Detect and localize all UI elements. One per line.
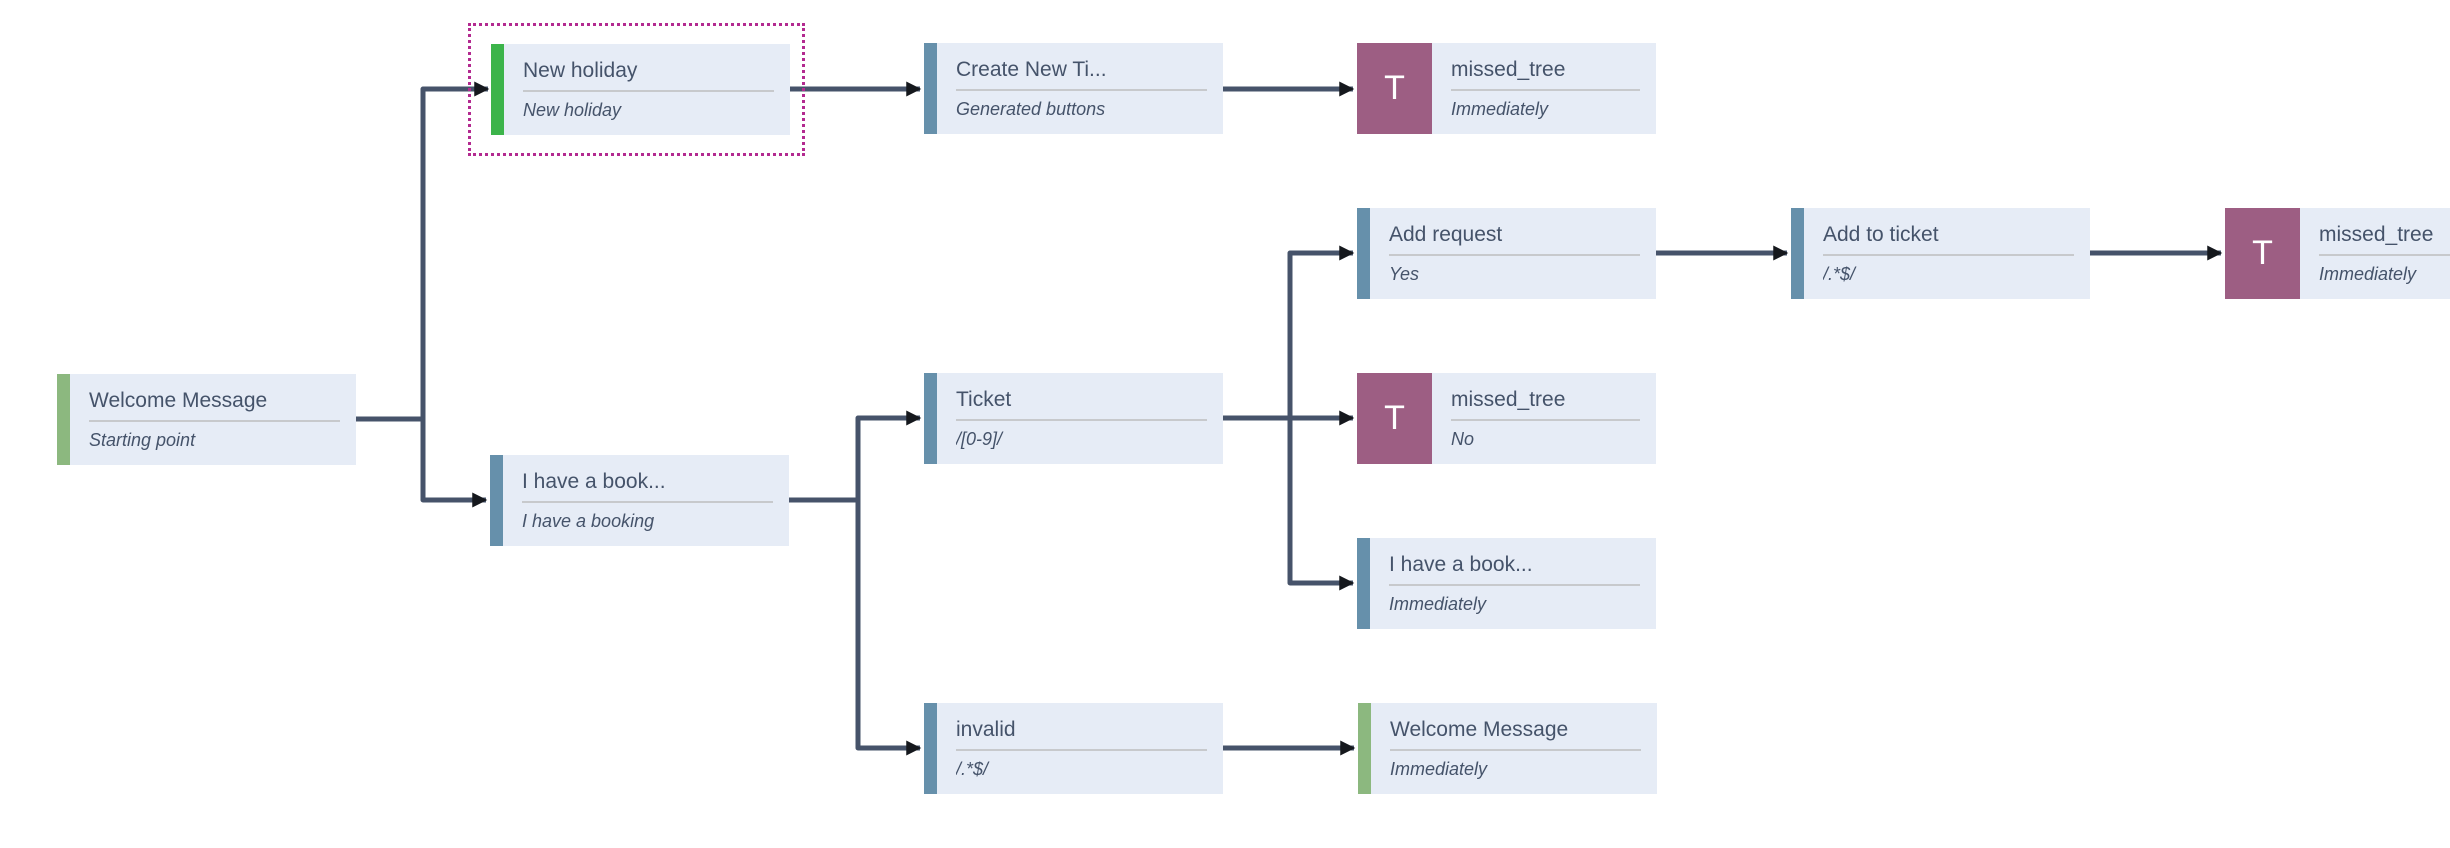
node-body: Welcome Message Starting point xyxy=(70,374,356,465)
node-subtitle: /.*$/ xyxy=(956,759,989,780)
node-invalid[interactable]: invalid /.*$/ xyxy=(924,703,1223,794)
node-missed-tree-no[interactable]: T missed_tree No xyxy=(1357,373,1656,464)
node-title: missed_tree xyxy=(1451,58,1566,82)
node-title: Create New Ti... xyxy=(956,58,1107,82)
node-ticket[interactable]: Ticket /[0-9]/ xyxy=(924,373,1223,464)
node-subtitle: I have a booking xyxy=(522,511,655,532)
node-subtitle: New holiday xyxy=(523,100,622,121)
node-divider xyxy=(1390,749,1641,752)
node-body: missed_tree Immediately xyxy=(2300,208,2450,299)
node-title: Welcome Message xyxy=(1390,718,1569,742)
node-title: New holiday xyxy=(523,59,638,83)
node-missed-tree-top[interactable]: T missed_tree Immediately xyxy=(1357,43,1656,134)
tree-badge-icon: T xyxy=(1357,373,1432,464)
node-body: Ticket /[0-9]/ xyxy=(937,373,1223,464)
node-welcome-message-start[interactable]: Welcome Message Starting point xyxy=(57,374,356,465)
node-subtitle: Immediately xyxy=(1451,99,1549,120)
node-body: Add request Yes xyxy=(1370,208,1656,299)
node-body: missed_tree Immediately xyxy=(1432,43,1656,134)
node-divider xyxy=(1823,254,2074,257)
edge-booking-to-ticket xyxy=(789,410,922,503)
node-add-to-ticket[interactable]: Add to ticket /.*$/ xyxy=(1791,208,2090,299)
node-divider xyxy=(2319,254,2450,257)
tree-badge-icon: T xyxy=(2225,208,2300,299)
tree-badge-icon: T xyxy=(1357,43,1432,134)
node-add-request[interactable]: Add request Yes xyxy=(1357,208,1656,299)
node-subtitle: Immediately xyxy=(1390,759,1488,780)
node-accent-bar xyxy=(1357,208,1370,299)
node-missed-tree-right[interactable]: T missed_tree Immediately xyxy=(2225,208,2450,299)
node-title: Add to ticket xyxy=(1823,223,1939,247)
node-accent-bar xyxy=(1791,208,1804,299)
node-divider xyxy=(89,420,340,423)
edge-booking-to-invalid xyxy=(789,497,922,756)
node-subtitle: No xyxy=(1451,429,1475,450)
node-body: Create New Ti... Generated buttons xyxy=(937,43,1223,134)
node-title: invalid xyxy=(956,718,1016,742)
node-title: missed_tree xyxy=(1451,388,1566,412)
edge-ticket-to-add-request xyxy=(1223,245,1355,421)
node-body: New holiday New holiday xyxy=(504,44,790,135)
node-subtitle: Immediately xyxy=(2319,264,2417,285)
node-subtitle: /[0-9]/ xyxy=(956,429,1003,450)
node-divider xyxy=(1451,89,1640,92)
node-welcome-message-end[interactable]: Welcome Message Immediately xyxy=(1358,703,1657,794)
node-divider xyxy=(956,89,1207,92)
node-accent-bar xyxy=(490,455,503,546)
node-divider xyxy=(1389,584,1640,587)
node-divider xyxy=(956,419,1207,422)
node-subtitle: Immediately xyxy=(1389,594,1487,615)
node-title: missed_tree xyxy=(2319,223,2434,247)
node-accent-bar xyxy=(1358,703,1371,794)
node-body: Add to ticket /.*$/ xyxy=(1804,208,2090,299)
node-accent-bar xyxy=(924,703,937,794)
node-divider xyxy=(956,749,1207,752)
node-divider xyxy=(1389,254,1640,257)
node-accent-bar xyxy=(491,44,504,135)
node-i-have-a-booking[interactable]: I have a book... I have a booking xyxy=(490,455,789,546)
node-body: missed_tree No xyxy=(1432,373,1656,464)
node-body: invalid /.*$/ xyxy=(937,703,1223,794)
node-subtitle: Yes xyxy=(1389,264,1420,285)
edge-ticket-to-booking-immediately xyxy=(1223,415,1355,591)
node-subtitle: /.*$/ xyxy=(1823,264,1856,285)
node-accent-bar xyxy=(57,374,70,465)
node-title: I have a book... xyxy=(1389,553,1533,577)
node-title: Welcome Message xyxy=(89,389,268,413)
node-divider xyxy=(522,501,773,504)
node-body: I have a book... I have a booking xyxy=(503,455,789,546)
node-title: Add request xyxy=(1389,223,1503,247)
node-subtitle: Generated buttons xyxy=(956,99,1106,120)
edge-welcome-to-i-have-a-booking xyxy=(356,416,488,508)
node-body: Welcome Message Immediately xyxy=(1371,703,1657,794)
node-accent-bar xyxy=(924,373,937,464)
node-subtitle: Starting point xyxy=(89,430,196,451)
node-title: Ticket xyxy=(956,388,1012,412)
node-i-have-a-booking-immediately[interactable]: I have a book... Immediately xyxy=(1357,538,1656,629)
node-create-new-ticket[interactable]: Create New Ti... Generated buttons xyxy=(924,43,1223,134)
node-accent-bar xyxy=(924,43,937,134)
node-divider xyxy=(1451,419,1640,422)
selected-node-outline xyxy=(468,23,805,156)
node-divider xyxy=(523,90,774,93)
node-title: I have a book... xyxy=(522,470,666,494)
node-new-holiday[interactable]: New holiday New holiday xyxy=(491,44,790,135)
node-body: I have a book... Immediately xyxy=(1370,538,1656,629)
node-accent-bar xyxy=(1357,538,1370,629)
